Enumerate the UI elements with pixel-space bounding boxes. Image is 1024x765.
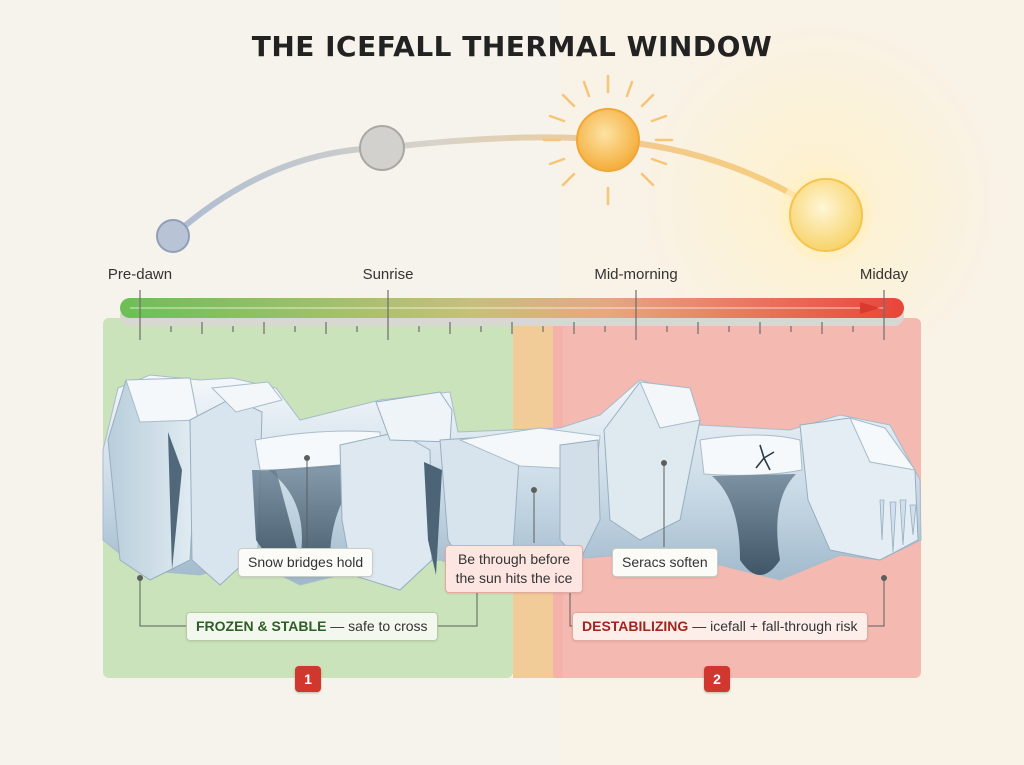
- frozen-zone-title: FROZEN & STABLE: [196, 618, 327, 634]
- callout-be-through-line1: Be through before: [457, 551, 571, 567]
- destabilizing-zone-title: DESTABILIZING: [582, 618, 689, 634]
- zone-badge-2: 2: [704, 666, 730, 692]
- callout-be-through-line2: the sun hits the ice: [455, 570, 573, 586]
- time-label-midday: Midday: [859, 266, 909, 283]
- crack-icon: [755, 444, 775, 471]
- destabilizing-zone-label: DESTABILIZING — icefall + fall-through r…: [572, 612, 868, 641]
- time-label-midmorning: Mid-morning: [594, 266, 678, 283]
- icefall-illustration: [102, 374, 922, 591]
- timeline-bar: [120, 290, 904, 340]
- time-label-predawn: Pre-dawn: [107, 266, 173, 283]
- frozen-zone-text: — safe to cross: [330, 618, 428, 634]
- callout-snow-bridges: Snow bridges hold: [238, 548, 374, 577]
- midmorning-sun-icon: [542, 74, 674, 206]
- predawn-sun-icon: [156, 219, 190, 253]
- zone-badge-1: 1: [295, 666, 321, 692]
- destabilizing-zone-text: — icefall + fall-through risk: [692, 618, 858, 634]
- callout-be-through: Be through before the sun hits the ice: [445, 545, 583, 593]
- sun-path-arc: [170, 134, 829, 239]
- page-title: THE ICEFALL THERMAL WINDOW: [251, 30, 773, 63]
- timeline-arrow-icon: [860, 302, 880, 314]
- callout-seracs: Seracs soften: [612, 548, 718, 577]
- frozen-zone-label: FROZEN & STABLE — safe to cross: [186, 612, 438, 641]
- sunrise-sun-icon: [359, 125, 405, 171]
- midday-sun-icon: [780, 169, 872, 261]
- time-label-sunrise: Sunrise: [362, 266, 414, 283]
